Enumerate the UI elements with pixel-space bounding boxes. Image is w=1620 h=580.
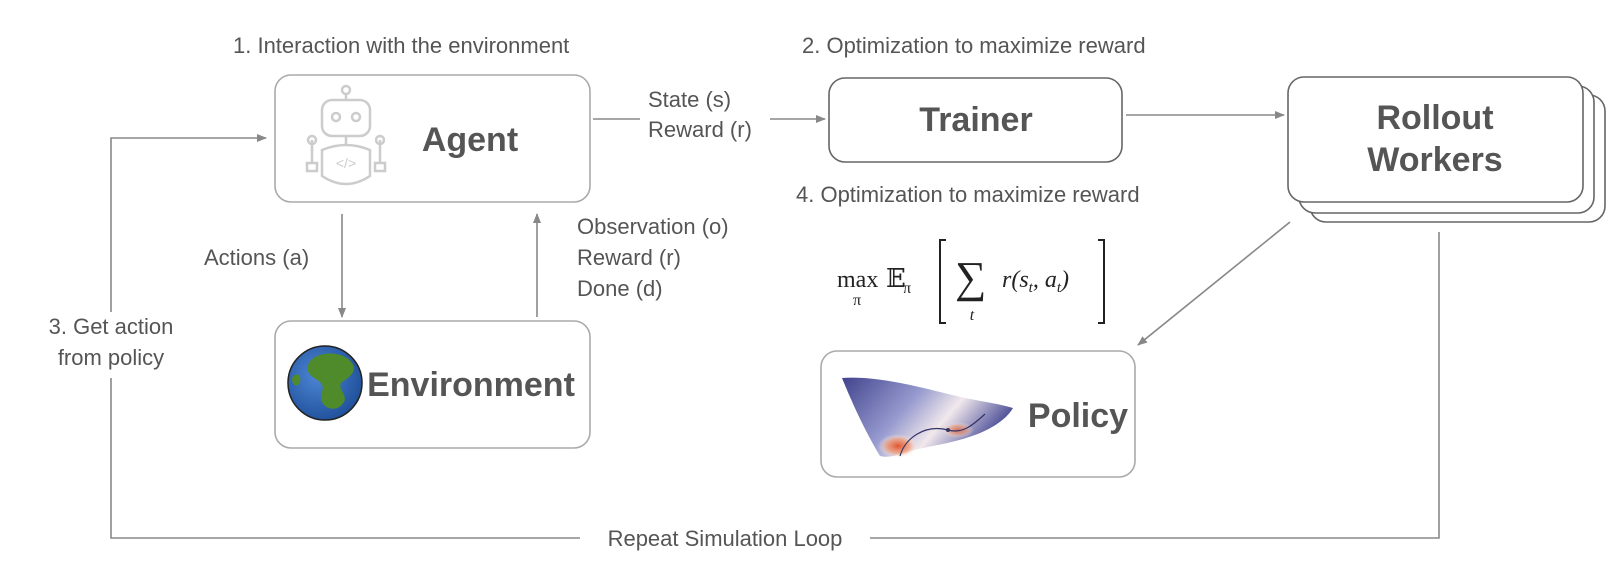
formula-body-r: r(s	[1002, 267, 1029, 293]
policy-label: Policy	[1028, 397, 1128, 435]
left-bracket	[939, 239, 946, 324]
formula-sum: ∑	[955, 253, 986, 302]
formula-comma-a: , a	[1033, 267, 1057, 293]
rollout-label-line1: Rollout	[1376, 99, 1493, 137]
right-bracket	[1098, 239, 1105, 324]
formula-expectation-sub: π	[903, 280, 911, 297]
code-glyph: </>	[336, 155, 356, 171]
formula-pi-sub: π	[853, 292, 861, 309]
step1-label: 1. Interaction with the environment	[233, 33, 569, 58]
agent-node[interactable]: </> Agent	[274, 74, 591, 203]
rollout-label-line2: Workers	[1367, 141, 1502, 179]
agent-label: Agent	[422, 121, 518, 159]
step3-label-line1: 3. Get action	[49, 314, 174, 339]
formula-close: )	[1059, 267, 1069, 293]
actions-label: Actions (a)	[204, 245, 309, 270]
loss-landscape-icon	[842, 377, 1013, 458]
state-label: State (s)	[648, 87, 731, 112]
loop-left-line	[110, 378, 580, 539]
policy-node[interactable]: Policy	[820, 350, 1136, 478]
observation-label: Observation (o)	[577, 214, 729, 239]
trainer-label: Trainer	[919, 101, 1032, 139]
reward-label: Reward (r)	[648, 117, 752, 142]
loop-right-line	[870, 232, 1440, 539]
step4-label: 4. Optimization to maximize reward	[796, 182, 1140, 207]
formula-sum-index: t	[970, 307, 975, 324]
environment-label: Environment	[367, 366, 575, 404]
trainer-node[interactable]: Trainer	[828, 77, 1123, 163]
formula-max: max	[837, 267, 878, 293]
loop-label: Repeat Simulation Loop	[608, 526, 843, 551]
formula-expectation: 𝔼	[886, 264, 906, 293]
obs-reward-label: Reward (r)	[577, 245, 681, 270]
done-label: Done (d)	[577, 276, 663, 301]
connectors	[110, 111, 1440, 539]
objective-formula: max π 𝔼 π ∑ t r(st, at)	[837, 239, 1105, 324]
earth-icon	[287, 345, 363, 421]
formula-body: r(st, at)	[1002, 267, 1069, 296]
loop-up-arrow	[110, 134, 267, 312]
step3-label-line2: from policy	[58, 345, 164, 370]
environment-node[interactable]: Environment	[274, 320, 591, 449]
robot-icon: </>	[305, 84, 387, 186]
rollout-to-policy-arrow	[1137, 221, 1291, 346]
step2-label: 2. Optimization to maximize reward	[802, 33, 1146, 58]
formula-sub-at: t	[1057, 280, 1062, 296]
formula-sub-st: t	[1029, 280, 1034, 296]
rollout-workers-node[interactable]: Rollout Workers	[1287, 76, 1606, 223]
